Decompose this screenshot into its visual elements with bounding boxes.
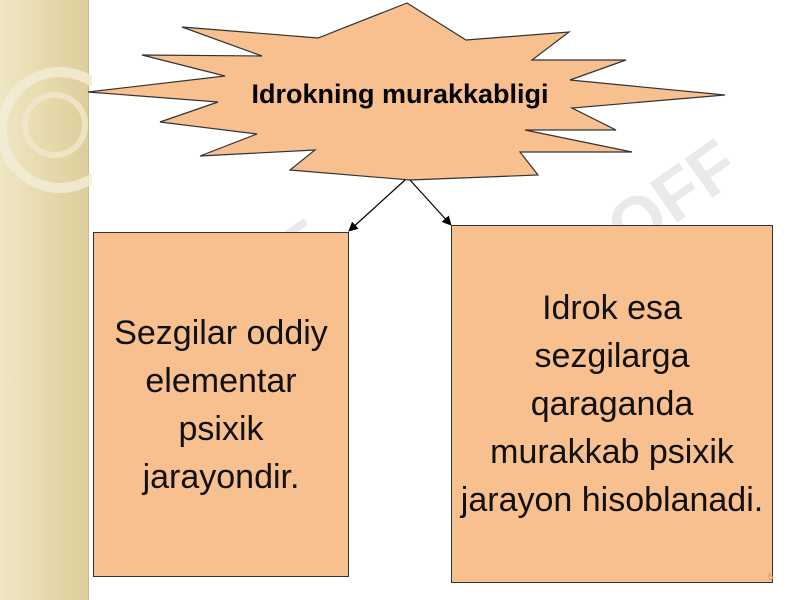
left-connector-arrow: [348, 179, 406, 232]
diagram-title: Idrokning murakkabligi: [251, 79, 549, 109]
right-connector-arrow: [409, 179, 452, 226]
page-number: 5: [768, 572, 774, 583]
left-box-text: Sezgilar oddiy elementar psixik jarayond…: [114, 313, 328, 496]
right-box-text: Idrok esa sezgilarga qaraganda murakkab …: [460, 289, 764, 519]
side-circles-decoration: [0, 67, 92, 193]
right-box: Idrok esa sezgilarga qaraganda murakkab …: [451, 225, 773, 583]
left-box: Sezgilar oddiy elementar psixik jarayond…: [93, 232, 349, 577]
